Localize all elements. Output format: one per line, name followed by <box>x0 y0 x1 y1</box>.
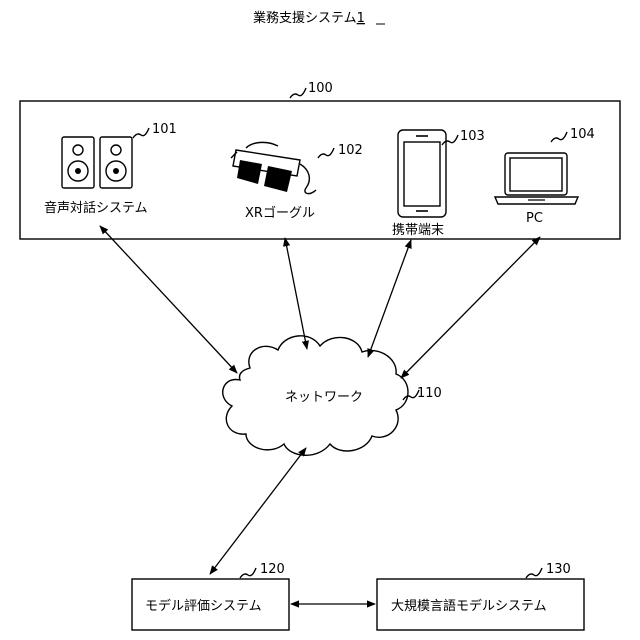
laptop-icon <box>495 153 578 204</box>
arrow-mobile-network <box>368 240 411 357</box>
title-text: 業務支援システム <box>253 10 357 26</box>
leader-line-104 <box>551 132 567 142</box>
ref-130: 130 <box>546 562 571 577</box>
device-label-xr: XRゴーグル <box>245 205 315 221</box>
leader-line-100 <box>290 88 306 98</box>
leader-line-120 <box>240 568 256 578</box>
device-label-voice: 音声対話システム <box>44 200 148 216</box>
llm-label: 大規模言語モデルシステム <box>391 598 547 614</box>
arrow-xr-network <box>285 238 307 349</box>
ref-101: 101 <box>152 122 177 137</box>
svg-text:業務支援システム1: 業務支援システム1 <box>253 10 365 26</box>
xr-goggles-icon <box>231 142 316 193</box>
leader-line-101 <box>133 128 149 138</box>
leader-line-103 <box>442 135 458 145</box>
smartphone-icon <box>398 130 446 217</box>
ref-120: 120 <box>260 562 285 577</box>
arrow-voice-network <box>100 226 237 373</box>
title-number: 1 <box>357 11 365 26</box>
ref-103: 103 <box>460 129 485 144</box>
model-eval-label: モデル評価システム <box>145 598 262 614</box>
arrow-network-modeleval <box>210 448 306 574</box>
diagram-title: 業務支援システム1 <box>253 10 385 26</box>
ref-104: 104 <box>570 127 595 142</box>
network-label: ネットワーク <box>285 390 363 405</box>
ref-100: 100 <box>308 81 333 96</box>
speakers-icon <box>62 137 132 188</box>
device-label-mobile: 携帯端末 <box>392 222 444 238</box>
leader-line-130 <box>526 568 542 578</box>
device-label-pc: PC <box>526 211 543 226</box>
ref-102: 102 <box>338 143 363 158</box>
ref-110: 110 <box>417 386 442 401</box>
arrow-pc-network <box>401 237 540 378</box>
leader-line-102 <box>318 148 334 158</box>
